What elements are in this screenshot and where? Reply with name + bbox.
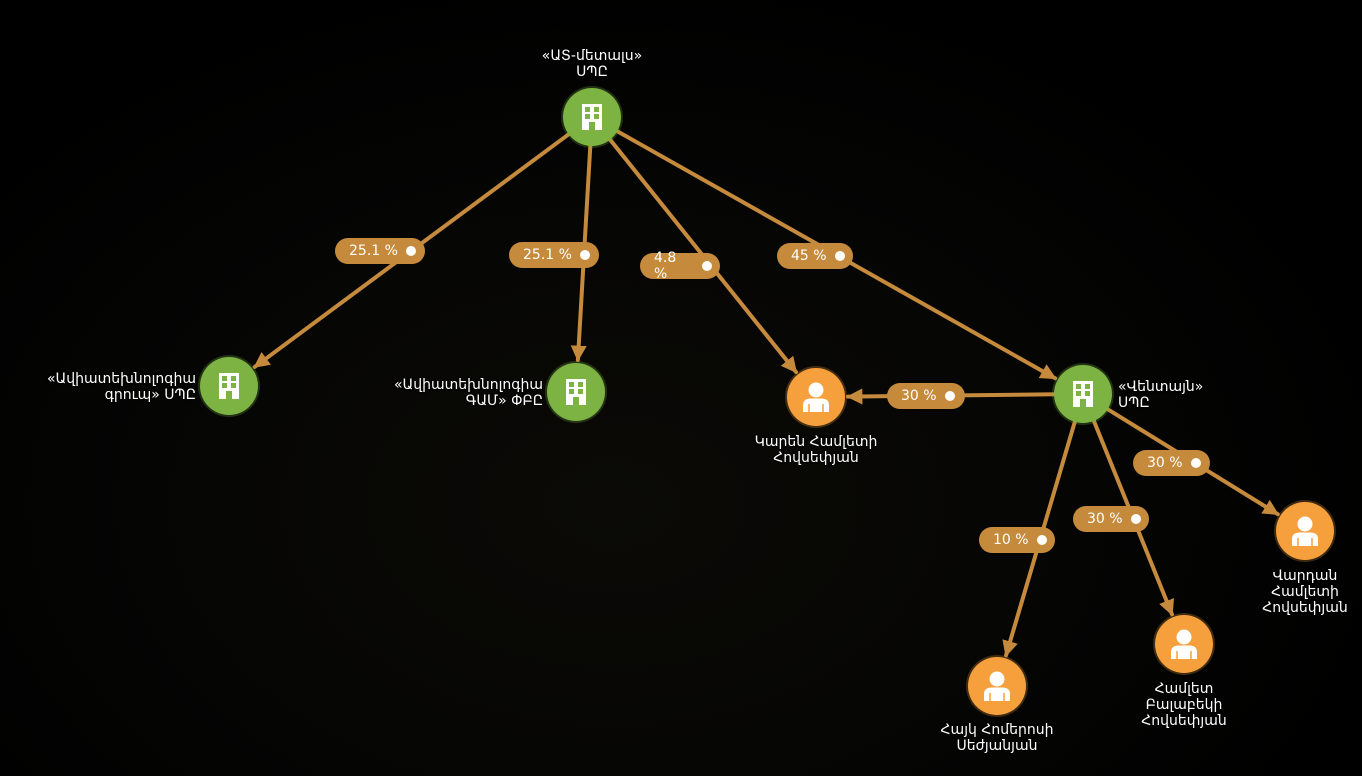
handle-dot-icon xyxy=(702,261,712,271)
node-label-line: Հովսեփյան xyxy=(773,450,859,466)
node-label: «Վենտայն»ՍՊԸ xyxy=(1118,379,1203,411)
share-value: 45 % xyxy=(791,248,827,264)
handle-dot-icon xyxy=(834,251,845,261)
node-label-line: Համլետի xyxy=(1271,584,1339,600)
company-node-avia_gam[interactable] xyxy=(547,363,605,421)
handle-dot-icon xyxy=(1036,535,1047,545)
handle-dot-icon xyxy=(944,391,955,401)
share-badge[interactable]: 10 % xyxy=(979,527,1055,553)
share-badge[interactable]: 30 % xyxy=(1073,506,1149,532)
handle-dot-icon xyxy=(1190,458,1201,468)
share-badge[interactable]: 25.1 % xyxy=(509,242,599,268)
share-badge[interactable]: 4.8 % xyxy=(640,250,720,282)
company-node-avia_group[interactable] xyxy=(200,357,258,415)
node-label: «ԱՏ-մետալս»ՍՊԸ xyxy=(542,48,642,80)
share-value: 30 % xyxy=(901,388,937,404)
share-value: 25.1 % xyxy=(523,247,572,263)
node-label-line: Բալաբեկի xyxy=(1145,697,1223,713)
share-badge[interactable]: 30 % xyxy=(1133,450,1210,476)
person-icon xyxy=(1290,515,1320,547)
company-node-ventuyn[interactable] xyxy=(1054,365,1112,423)
node-label-line: «ԱՏ-մետալս» xyxy=(541,48,643,64)
share-value: 4.8 % xyxy=(654,250,677,282)
building-icon xyxy=(218,372,240,400)
handle-dot-icon xyxy=(405,246,416,256)
share-value: 25.1 % xyxy=(349,243,398,259)
person-node-karen[interactable] xyxy=(787,368,845,426)
node-label-line: Կարեն Համլետի xyxy=(754,434,878,450)
node-label-line: Հովսեփյան xyxy=(1141,713,1227,729)
share-badge[interactable]: 45 % xyxy=(777,243,853,269)
share-badge[interactable]: 25.1 % xyxy=(335,238,425,264)
node-label-line: «Վենտայն» xyxy=(1118,379,1204,395)
share-value: 10 % xyxy=(993,532,1029,548)
node-label-line: «Ավիատեխնոլոգիա xyxy=(393,377,543,393)
building-icon xyxy=(581,103,603,131)
share-value: 30 % xyxy=(1087,511,1123,527)
handle-dot-icon xyxy=(1130,514,1141,524)
node-label-line: Սեժյանյան xyxy=(956,738,1038,754)
node-label-line: Համլետ xyxy=(1154,681,1214,697)
person-icon xyxy=(982,670,1012,702)
person-icon xyxy=(1169,628,1199,660)
building-icon xyxy=(1072,380,1094,408)
person-icon xyxy=(801,381,831,413)
share-badge[interactable]: 30 % xyxy=(887,383,965,409)
share-value: 30 % xyxy=(1147,455,1183,471)
building-icon xyxy=(565,378,587,406)
node-label-line: Հովսեփյան xyxy=(1262,600,1348,616)
person-node-vardan[interactable] xyxy=(1276,502,1334,560)
node-label-line: ՍՊԸ xyxy=(576,64,608,80)
node-label-line: Վարդան xyxy=(1272,568,1338,584)
node-label-line: ԳԱՄ» ՓԲԸ xyxy=(465,393,543,409)
company-node-as_metal[interactable] xyxy=(563,88,621,146)
node-label-line: գրուպ» ՍՊԸ xyxy=(104,387,196,403)
node-label-line: ՍՊԸ xyxy=(1118,395,1150,411)
node-label-line: «Ավիատեխնոլոգիա xyxy=(46,371,196,387)
person-node-hamlet[interactable] xyxy=(1155,615,1213,673)
node-label-line: Հայկ Հոմերոսի xyxy=(940,722,1054,738)
person-node-hayk[interactable] xyxy=(968,657,1026,715)
handle-dot-icon xyxy=(579,250,590,260)
